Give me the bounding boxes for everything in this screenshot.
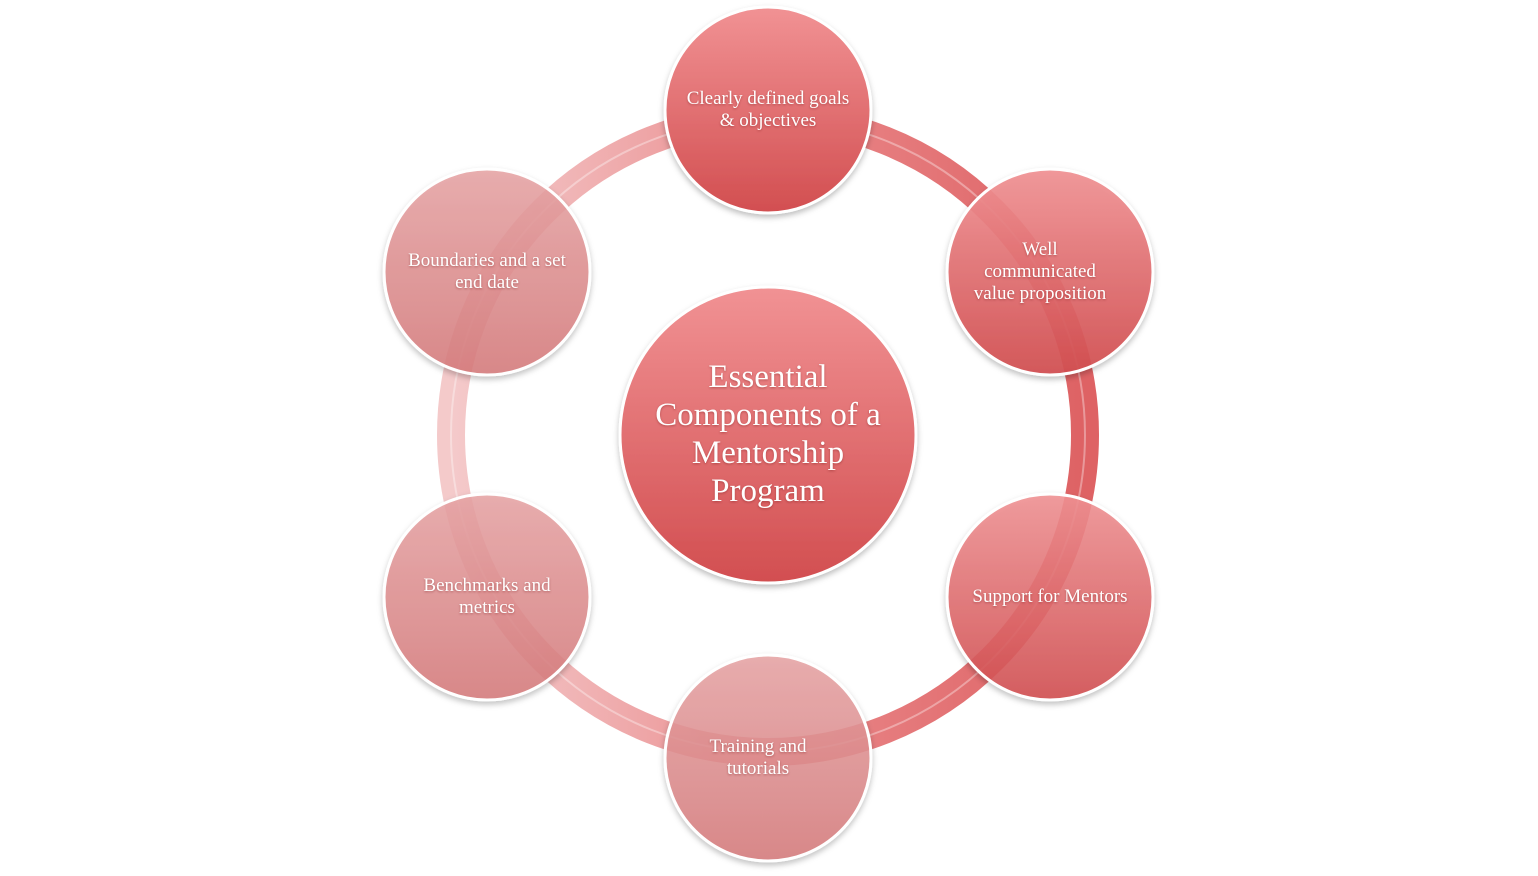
component-bubble-5 — [382, 167, 592, 377]
component-label-3: Training and tutorials — [709, 736, 807, 779]
component-bubble-2 — [945, 492, 1155, 702]
component-label-1: Well communicated value proposition — [973, 239, 1107, 304]
component-label-5: Boundaries and a set end date — [408, 250, 566, 293]
component-label-4: Benchmarks and metrics — [423, 575, 551, 618]
component-bubble-0 — [663, 5, 873, 215]
component-label-0: Clearly defined goals & objectives — [686, 88, 850, 131]
component-label-2: Support for Mentors — [972, 586, 1128, 608]
component-bubble-1 — [945, 167, 1155, 377]
component-bubble-4 — [382, 492, 592, 702]
component-bubble-3 — [663, 653, 873, 863]
center-label: Essential Components of a Mentorship Pro… — [655, 359, 881, 509]
center-bubble — [618, 285, 918, 585]
